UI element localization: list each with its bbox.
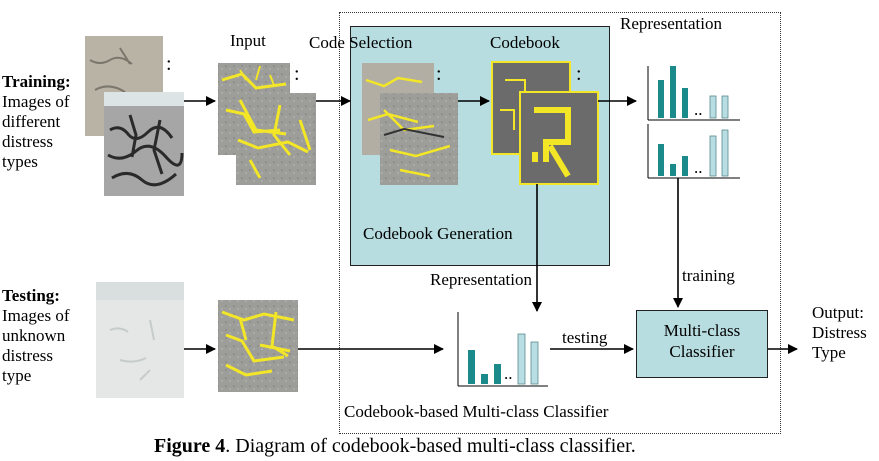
histogram-top-ellipsis-2: .. [694, 158, 703, 177]
training-heading: Training: [2, 72, 71, 91]
histogram-top-ellipsis-1: .. [694, 100, 703, 119]
flow-arrows [184, 96, 798, 354]
testing-line-4: type [2, 366, 32, 385]
codebook-images [491, 61, 599, 185]
output-line-2: Distress [812, 323, 867, 342]
training-line-3: distress [2, 132, 53, 151]
codebook-classifier-frame [339, 12, 781, 434]
code-selection-label: Code Selection [309, 33, 413, 52]
codebook-label: Codebook [490, 33, 560, 52]
testing-arrow-label: testing [562, 328, 608, 347]
code-selection-dots: : [436, 63, 442, 85]
classifier-line-2: Classifier [669, 342, 735, 361]
training-dots: : [166, 53, 172, 75]
training-line-1: Images of [2, 92, 70, 111]
representation-top-label: Representation [620, 14, 722, 33]
training-line-2: different [2, 112, 61, 131]
representation-mid-label: Representation [430, 270, 532, 289]
multi-class-classifier-box: Multi-class Classifier [636, 310, 768, 378]
testing-line-1: Images of [2, 306, 70, 325]
figure-caption: Figure 4. Diagram of codebook-based mult… [154, 435, 636, 458]
training-arrow-label: training [682, 266, 735, 285]
training-label: Training: Images of different distress t… [2, 72, 71, 172]
codebook-generation-label: Codebook Generation [363, 224, 513, 243]
input-label: Input [230, 31, 266, 50]
representation-histograms-top [647, 66, 740, 179]
input-dots: : [294, 63, 300, 85]
testing-line-2: unknown [2, 326, 66, 345]
testing-line-3: distress [2, 346, 53, 365]
testing-image [96, 282, 184, 398]
training-line-4: types [2, 152, 38, 171]
testing-label: Testing: Images of unknown distress type [2, 286, 70, 386]
output-line-1: Output: [812, 303, 864, 322]
histogram-bottom-ellipsis: .. [504, 364, 513, 383]
figure-number: Figure 4 [154, 435, 226, 457]
classifier-line-1: Multi-class [663, 321, 741, 340]
input-image-stack [218, 63, 316, 185]
codebook-based-classifier-label: Codebook-based Multi-class Classifier [344, 402, 609, 421]
testing-input-image [218, 300, 298, 392]
codebook-dots: : [576, 63, 582, 85]
code-selection-images [362, 63, 458, 185]
output-label: Output: Distress Type [812, 303, 867, 363]
output-line-3: Type [812, 343, 846, 362]
testing-heading: Testing: [2, 286, 60, 305]
training-image-front [104, 92, 184, 196]
training-image-stack [85, 36, 184, 196]
figure-caption-text: . Diagram of codebook-based multi-class … [225, 435, 636, 457]
representation-histogram-bottom [457, 312, 548, 387]
